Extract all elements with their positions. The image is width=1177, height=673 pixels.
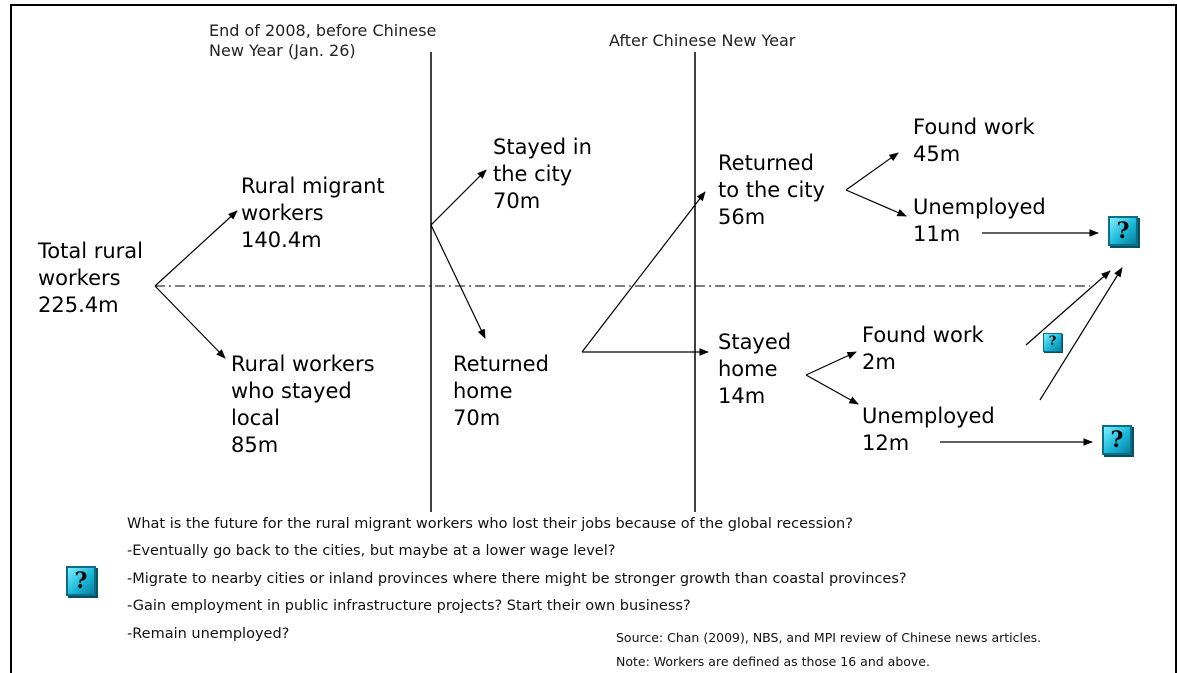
question-icon-city: ? bbox=[1108, 216, 1138, 246]
question-option-remain-unemployed: -Remain unemployed? bbox=[127, 626, 290, 642]
node-total-rural-workers: Total rural workers 225.4m bbox=[38, 239, 143, 317]
definition-note: Note: Workers are defined as those 16 an… bbox=[616, 654, 930, 669]
arrow-migrant-to-stayed-city bbox=[430, 169, 487, 226]
node-returned-to-city: Returned to the city 56m bbox=[718, 151, 825, 229]
question-icon-future: ? bbox=[66, 566, 96, 596]
question-icon-home: ? bbox=[1102, 425, 1132, 455]
node-returned-home: Returned home 70m bbox=[453, 352, 549, 430]
node-found-work-city: Found work 45m bbox=[913, 115, 1035, 166]
arrow-city-to-unemployed bbox=[845, 189, 907, 217]
question-option-infrastructure: -Gain employment in public infrastructur… bbox=[127, 598, 691, 614]
frame-right-border bbox=[1175, 4, 1177, 673]
arrow-stayed-home-to-unemployed bbox=[805, 374, 859, 405]
arrow-total-to-migrant bbox=[154, 210, 238, 287]
frame-top-border bbox=[10, 4, 1177, 6]
node-unemployed-city: Unemployed 11m bbox=[913, 195, 1046, 246]
node-stayed-in-city: Stayed in the city 70m bbox=[493, 135, 592, 213]
node-rural-workers-stayed-local: Rural workers who stayed local 85m bbox=[231, 352, 375, 457]
arrow-unemployed-home-up bbox=[1039, 267, 1123, 401]
node-rural-migrant-workers: Rural migrant workers 140.4m bbox=[241, 174, 385, 252]
node-stayed-home: Stayed home 14m bbox=[718, 330, 792, 408]
frame-left-border bbox=[10, 4, 12, 673]
question-option-migrate-inland: -Migrate to nearby cities or inland prov… bbox=[127, 571, 907, 587]
arrow-stayed-home-to-found-work bbox=[805, 351, 857, 376]
header-after-new-year: After Chinese New Year bbox=[609, 31, 796, 50]
arrow-found-work-home-up bbox=[1025, 270, 1111, 346]
question-intro: What is the future for the rural migrant… bbox=[127, 516, 853, 532]
source-citation: Source: Chan (2009), NBS, and MPI review… bbox=[616, 630, 1042, 645]
question-option-back-to-cities: -Eventually go back to the cities, but m… bbox=[127, 543, 616, 559]
arrow-city-to-found-work bbox=[845, 152, 899, 191]
header-before-new-year: End of 2008, before Chinese New Year (Ja… bbox=[209, 21, 437, 60]
arrow-total-to-local bbox=[154, 285, 226, 359]
question-icon-found-work-home: ? bbox=[1043, 333, 1062, 352]
arrow-home-to-returned-city bbox=[581, 191, 706, 353]
node-unemployed-home: Unemployed 12m bbox=[862, 404, 995, 455]
node-found-work-home: Found work 2m bbox=[862, 323, 984, 374]
arrow-migrant-to-returned-home bbox=[430, 224, 486, 339]
